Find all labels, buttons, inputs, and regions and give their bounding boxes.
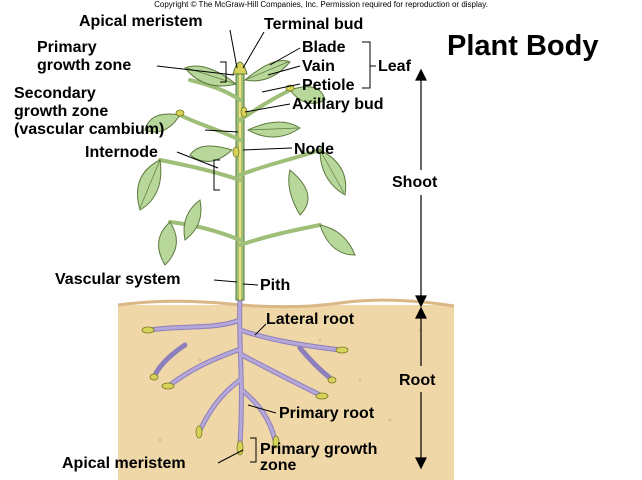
label-root: Root: [399, 372, 436, 389]
copyright-notice: Copyright © The McGraw-Hill Companies, I…: [154, 0, 488, 9]
label-secondary-growth-line1: Secondary: [14, 85, 96, 102]
label-internode: Internode: [85, 144, 158, 161]
label-primary-growth-zone-line2: growth zone: [37, 57, 132, 74]
shoot-root-brackets: [415, 68, 427, 470]
leader-lines: [156, 29, 376, 464]
label-apical-meristem-top: Apical meristem: [79, 13, 203, 30]
root-tips: [141, 326, 349, 456]
stem-core: [239, 72, 241, 300]
soil-surface: [117, 298, 455, 309]
label-apical-meristem-bottom: Apical meristem: [62, 455, 186, 472]
label-primary-growth-zone-line1: Primary: [37, 39, 97, 56]
branches: [158, 78, 322, 247]
label-lateral-root: Lateral root: [266, 311, 355, 328]
label-blade: Blade: [302, 39, 346, 56]
leaves: [137, 60, 356, 266]
label-pith: Pith: [260, 277, 291, 294]
label-vain: Vain: [302, 58, 335, 75]
label-petiole: Petiole: [302, 77, 355, 94]
label-axillary-bud: Axillary bud: [292, 96, 384, 113]
label-secondary-growth-line2: growth zone: [14, 103, 109, 120]
label-primary-growth-bottom-line2: zone: [260, 457, 297, 474]
label-terminal-bud: Terminal bud: [264, 16, 364, 33]
label-shoot: Shoot: [392, 174, 438, 191]
axillary-buds: [175, 84, 295, 158]
label-secondary-growth-line3: (vascular cambium): [14, 121, 165, 138]
root-fill: [148, 298, 342, 447]
diagram-title: Plant Body: [447, 30, 599, 62]
label-primary-growth-bottom-line1: Primary growth: [260, 441, 378, 458]
label-primary-root: Primary root: [279, 405, 375, 422]
label-node: Node: [294, 141, 334, 158]
label-vascular-system: Vascular system: [55, 271, 181, 288]
label-leaf: Leaf: [378, 58, 411, 75]
soil-region: [118, 305, 454, 480]
